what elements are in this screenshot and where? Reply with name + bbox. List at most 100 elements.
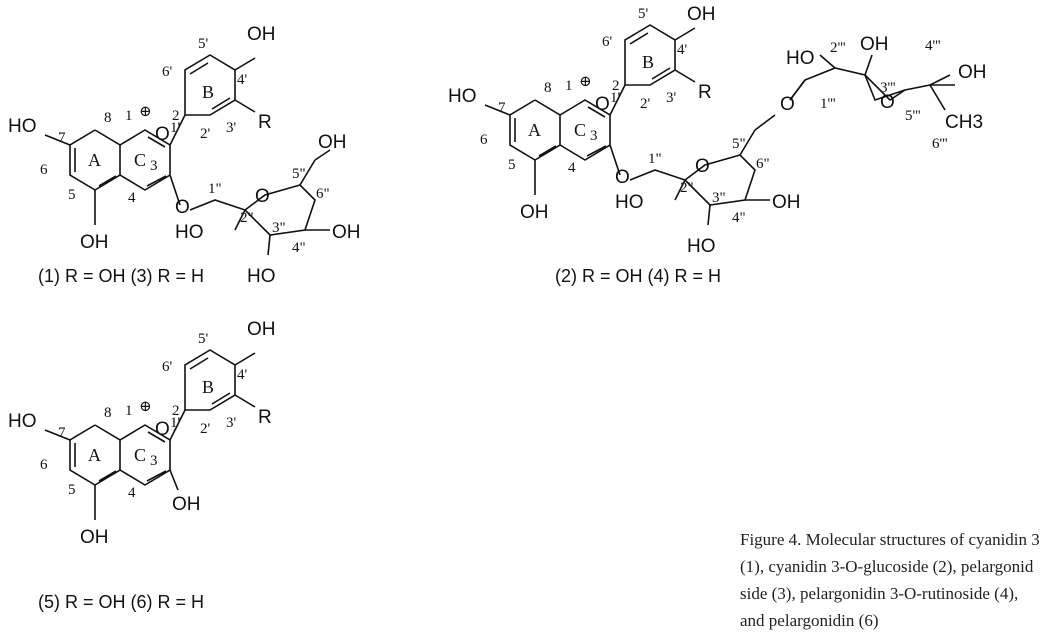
pos-5tprime: 5'''	[905, 108, 921, 124]
pos-1: 1	[125, 108, 133, 124]
svg-text:O: O	[155, 124, 170, 145]
atom-oh-3: OH	[172, 494, 201, 515]
pos-7: 7	[498, 100, 506, 116]
svg-text:O: O	[780, 94, 795, 115]
pos-3: 3	[590, 128, 598, 144]
atom-ho-3dprime: HO	[687, 236, 716, 257]
atom-oh-5: OH	[80, 232, 109, 253]
atom-ho-7: HO	[8, 411, 37, 432]
ring-c: C	[134, 150, 146, 170]
pos-2dprime: 2"	[240, 210, 254, 226]
atom-oh-5: OH	[520, 202, 549, 223]
pos-8: 8	[104, 405, 112, 421]
atom-ho-2tprime: HO	[786, 48, 815, 69]
atom-oh-6dprime: OH	[318, 132, 347, 153]
pos-4prime: 4'	[237, 72, 248, 88]
pos-2: 2	[172, 108, 180, 124]
molecule-1: HO OH OH R OH OH HO HO O O O 8 7 6 5 4 3…	[8, 24, 361, 287]
atom-oh-4prime: OH	[687, 4, 716, 25]
pos-6tprime: 6'''	[932, 136, 948, 152]
atom-ho-3dprime: HO	[247, 266, 276, 287]
svg-text:⊕: ⊕	[139, 399, 152, 415]
pos-4dprime: 4"	[292, 240, 306, 256]
pos-6: 6	[40, 457, 48, 473]
pos-3: 3	[150, 453, 158, 469]
pos-3dprime: 3"	[272, 220, 286, 236]
pos-2: 2	[172, 403, 180, 419]
svg-text:O: O	[175, 197, 190, 218]
pos-3dprime: 3"	[712, 190, 726, 206]
pos-2prime: 2'	[640, 96, 651, 112]
figure-canvas: HO OH OH R OH OH HO HO O O O 8 7 6 5 4 3…	[8, 4, 987, 612]
caption-molecule-3: (5) R = OH (6) R = H	[38, 592, 204, 612]
pos-3prime: 3'	[226, 415, 237, 431]
pos-5prime: 5'	[638, 6, 649, 22]
ring-a: A	[88, 445, 101, 465]
caption-line-4: and pelargonidin (6)	[740, 611, 879, 630]
pos-4: 4	[568, 160, 576, 176]
atom-oh-4dprime: OH	[332, 222, 361, 243]
atom-oh-4tprime: OH	[958, 62, 987, 83]
pos-4dprime: 4"	[732, 210, 746, 226]
pos-5prime: 5'	[198, 331, 209, 347]
ring-a: A	[88, 150, 101, 170]
pos-1dprime: 1"	[208, 181, 222, 197]
caption-molecule-1: (1) R = OH (3) R = H	[38, 266, 204, 286]
pos-1tprime: 1'''	[820, 96, 836, 112]
pos-3tprime: 3'''	[880, 80, 896, 96]
atom-oh-3tprime: OH	[860, 34, 889, 55]
molecule-3: HO OH OH R OH O 8 7 6 5 4 3 2 1 ⊕ 1' 2' …	[8, 319, 276, 612]
svg-text:O: O	[255, 186, 270, 207]
ring-b: B	[642, 52, 654, 72]
svg-text:O: O	[880, 92, 895, 113]
pos-2prime: 2'	[200, 126, 211, 142]
pos-6dprime: 6"	[316, 186, 330, 202]
pos-2tprime: 2'''	[830, 40, 846, 56]
atom-oh-4prime: OH	[247, 319, 276, 340]
molecule-2: HO OH OH R OH HO HO HO OH OH CH3 O O O O…	[448, 4, 987, 286]
atom-ho-7: HO	[8, 116, 37, 137]
svg-text:O: O	[615, 167, 630, 188]
pos-3: 3	[150, 158, 158, 174]
ring-c: C	[574, 120, 586, 140]
pos-1prime: 1'	[170, 120, 181, 136]
pos-4: 4	[128, 485, 136, 501]
pos-6prime: 6'	[162, 359, 173, 375]
atom-r: R	[258, 112, 272, 133]
pos-4: 4	[128, 190, 136, 206]
atom-ho-2dprime: HO	[615, 192, 644, 213]
atom-oh-4prime: OH	[247, 24, 276, 45]
pos-4prime: 4'	[677, 42, 688, 58]
caption-line-1: Figure 4. Molecular structures of cyanid…	[740, 530, 1040, 549]
pos-8: 8	[104, 110, 112, 126]
pos-7: 7	[58, 425, 66, 441]
pos-5: 5	[68, 482, 76, 498]
pos-2prime: 2'	[200, 421, 211, 437]
pos-7: 7	[58, 130, 66, 146]
pos-1dprime: 1"	[648, 151, 662, 167]
pos-2: 2	[612, 78, 620, 94]
svg-text:O: O	[695, 156, 710, 177]
pos-5prime: 5'	[198, 36, 209, 52]
atom-r: R	[698, 82, 712, 103]
pos-3prime: 3'	[226, 120, 237, 136]
ring-b: B	[202, 377, 214, 397]
pos-1prime: 1'	[610, 90, 621, 106]
pos-1: 1	[125, 403, 133, 419]
atom-ch3: CH3	[945, 112, 983, 133]
svg-text:O: O	[155, 419, 170, 440]
caption-line-2: (1), cyanidin 3-O-glucoside (2), pelargo…	[740, 557, 1034, 576]
pos-4prime: 4'	[237, 367, 248, 383]
pos-5dprime: 5"	[292, 166, 306, 182]
svg-text:⊕: ⊕	[139, 104, 152, 120]
pos-5dprime: 5"	[732, 136, 746, 152]
atom-r: R	[258, 407, 272, 428]
ring-b: B	[202, 82, 214, 102]
atom-ho-2dprime: HO	[175, 222, 204, 243]
caption-molecule-2: (2) R = OH (4) R = H	[555, 266, 721, 286]
pos-6: 6	[40, 162, 48, 178]
caption-line-3: side (3), pelargonidin 3-O-rutinoside (4…	[740, 584, 1019, 603]
pos-2dprime: 2"	[680, 180, 694, 196]
atom-ho-7: HO	[448, 86, 477, 107]
ring-c: C	[134, 445, 146, 465]
